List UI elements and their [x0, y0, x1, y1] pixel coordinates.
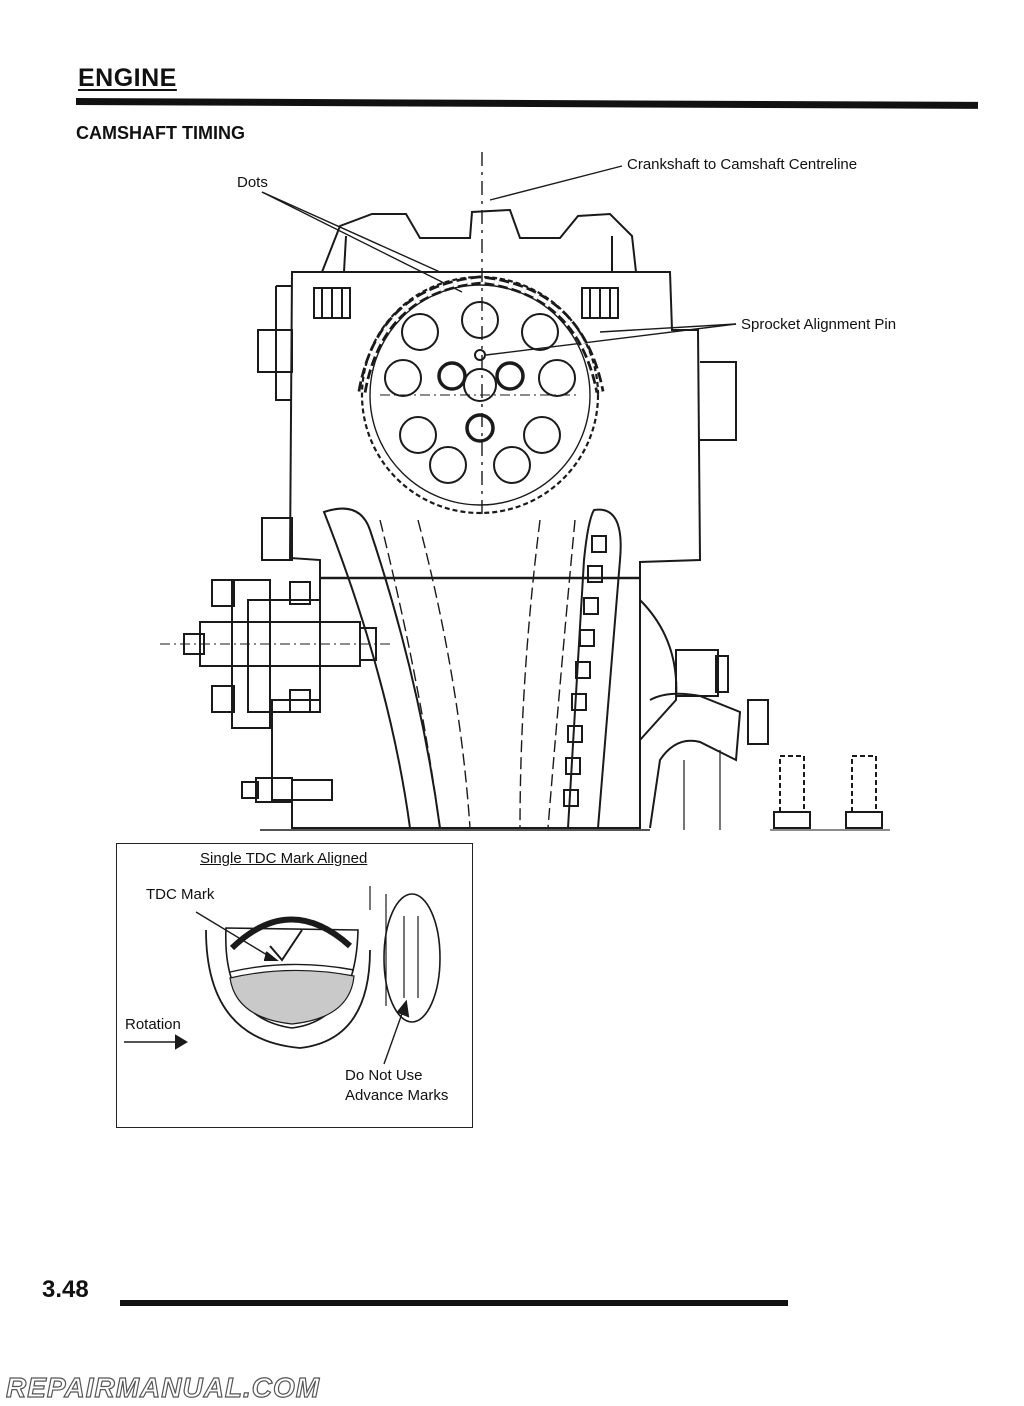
cam-chain-tensioner: [160, 579, 390, 729]
valve-cover: [321, 208, 637, 273]
advance-marks-warning-line2: Advance Marks: [345, 1087, 449, 1104]
rotation-label: Rotation: [125, 1016, 181, 1033]
alignment-pin: [474, 349, 486, 361]
guide-pads: [563, 535, 607, 807]
coolant-hose: [649, 692, 742, 829]
sprocket-holes: [384, 301, 576, 484]
subsection-title: CAMSHAFT TIMING: [76, 123, 245, 143]
alignment-pin-callout: Sprocket Alignment Pin: [741, 316, 897, 333]
hose-barb-left: [773, 755, 811, 829]
advance-marks-warning-line1: Do Not Use: [345, 1067, 423, 1084]
tdc-inset-drawing: [124, 886, 441, 1065]
cylinder-head: [288, 271, 702, 579]
timing-chain: [357, 275, 605, 393]
breather-fitting: [241, 777, 333, 803]
page-number: 3.48: [42, 1276, 89, 1303]
advance-marks-warning: Do Not Use Advance Marks: [345, 1066, 448, 1106]
inset-title: Single TDC Mark Aligned: [200, 850, 368, 867]
hose-barb-right: [845, 755, 883, 829]
footer-rule: [120, 1300, 788, 1306]
centreline-callout: Crankshaft to Camshaft Centreline: [627, 156, 858, 173]
watermark: REPAIRMANUAL.COM: [5, 1371, 321, 1403]
chain-guide: [322, 507, 442, 829]
section-title: ENGINE: [78, 64, 177, 92]
callout-leaders: [261, 165, 737, 356]
head-bolts: [313, 287, 619, 319]
cam-sprocket: [360, 275, 600, 515]
tdc-inset-box: [116, 843, 473, 1128]
tdc-mark-label: TDC Mark: [146, 886, 215, 903]
dots-callout: Dots: [237, 174, 268, 191]
engine-block: [271, 577, 641, 829]
